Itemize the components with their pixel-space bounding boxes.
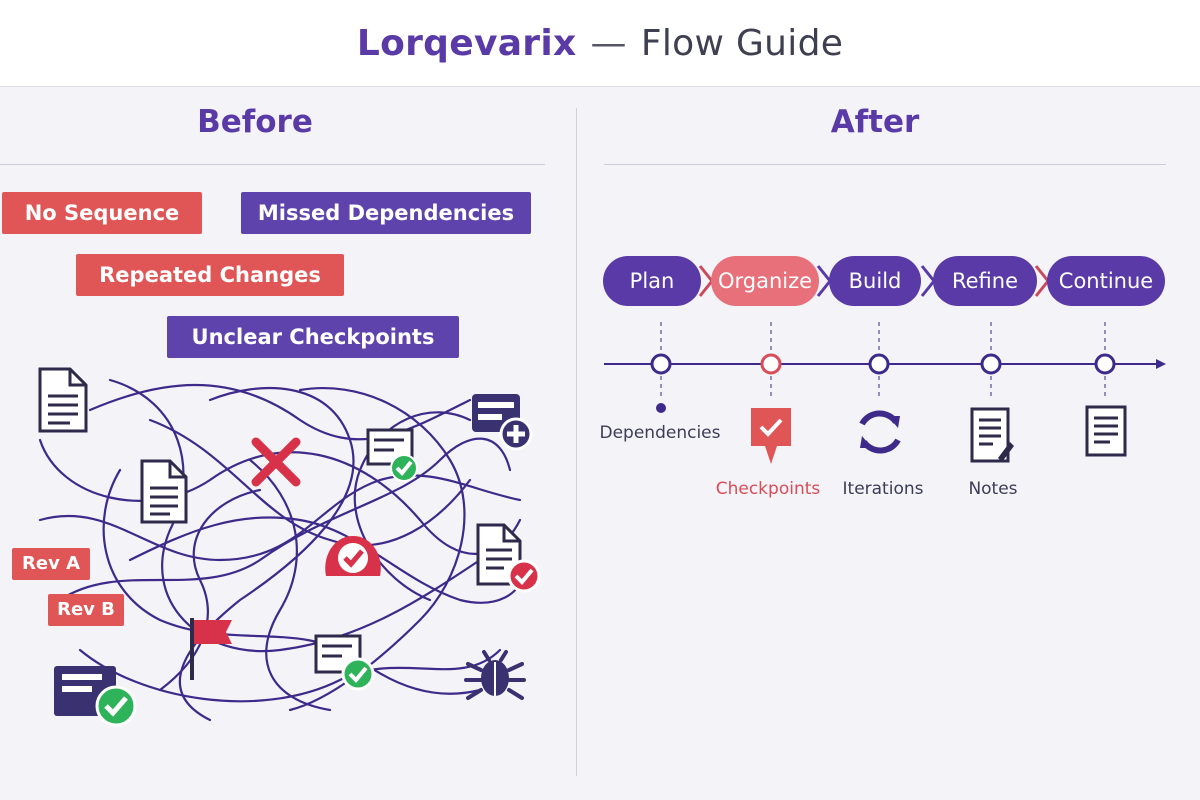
checked-card-icon [366, 428, 418, 482]
step-build: Build [829, 256, 921, 306]
tangle-path [38, 474, 522, 562]
checkpoint-flag-icon [751, 408, 791, 464]
bug-icon [464, 650, 526, 700]
label-dependencies: Dependencies [599, 423, 721, 443]
after-title: After [830, 104, 920, 140]
cross-mark-icon [251, 437, 301, 487]
brand-name: Lorqevarix [356, 22, 577, 64]
note-icon [970, 407, 1014, 463]
tangle-path [148, 418, 472, 547]
timeline-node [650, 353, 672, 375]
check-badge-icon [325, 536, 381, 576]
tangle-path [58, 437, 512, 602]
document-icon [140, 459, 188, 524]
timeline-node [980, 353, 1002, 375]
flag-icon [190, 618, 232, 680]
tangle-path [102, 468, 482, 695]
step-continue: Continue [1047, 256, 1165, 306]
timeline-node [868, 353, 890, 375]
label-checkpoints: Checkpoints [715, 479, 821, 499]
after-rule [604, 164, 1166, 165]
tag-unclear-checkpoints: Unclear Checkpoints [167, 316, 459, 358]
tangle-path [88, 383, 472, 441]
checked-card-icon [314, 634, 375, 691]
panel-divider [576, 108, 577, 776]
step-plan: Plan [603, 256, 701, 306]
page-header: Lorqevarix — Flow Guide [0, 0, 1200, 87]
page-subtitle: Flow Guide [640, 22, 844, 64]
before-rule [0, 164, 545, 165]
tag-no-sequence: No Sequence [2, 192, 202, 234]
label-notes: Notes [968, 479, 1018, 499]
tangle-path [248, 458, 332, 712]
chat-check-icon [54, 666, 137, 727]
label-iterations: Iterations [842, 479, 924, 499]
tangle-path [353, 411, 472, 602]
timeline-node [760, 353, 782, 375]
step-refine: Refine [933, 256, 1037, 306]
tangle-path [78, 648, 502, 703]
tag-missed-dependencies: Missed Dependencies [241, 192, 531, 234]
rev-b-label: Rev B [48, 594, 124, 626]
timeline-node [1094, 353, 1116, 375]
rev-a-label: Rev A [12, 548, 90, 580]
step-organize: Organize [711, 256, 819, 306]
refresh-icon [859, 410, 901, 454]
timeline-arrowhead [1156, 359, 1166, 369]
document-icon [38, 367, 88, 433]
before-title: Before [197, 104, 313, 140]
document-check-icon [476, 523, 541, 593]
tangle-path [38, 438, 522, 555]
tag-repeated-changes: Repeated Changes [76, 254, 344, 296]
form-plus-icon [472, 394, 533, 451]
title-separator: — [590, 22, 627, 64]
dot-icon [656, 403, 666, 413]
document-icon [1085, 405, 1127, 457]
tangle-path [108, 378, 482, 653]
